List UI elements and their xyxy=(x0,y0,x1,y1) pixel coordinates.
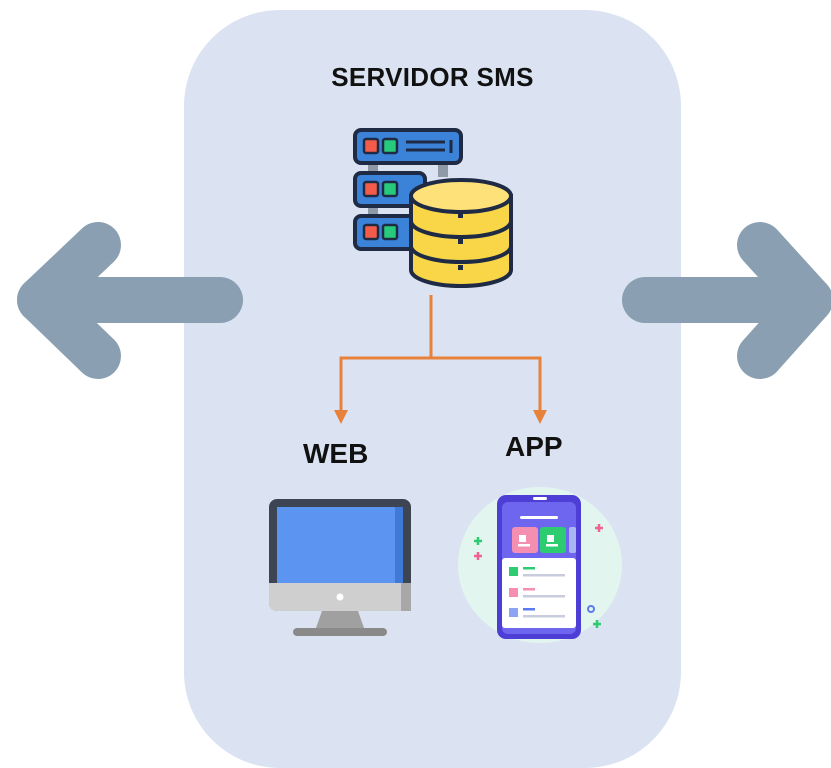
app-label: APP xyxy=(505,431,563,462)
arrowhead-app xyxy=(533,410,547,424)
server-database-icon xyxy=(353,128,513,288)
mobile-app-icon xyxy=(458,487,622,643)
arrow-left-icon xyxy=(17,222,243,379)
web-label: WEB xyxy=(303,438,369,469)
server-title: SERVIDOR SMS xyxy=(331,62,534,92)
arrow-right-icon xyxy=(622,222,831,379)
connector-lines xyxy=(339,295,542,412)
arrowhead-web xyxy=(334,410,348,424)
desktop-monitor-icon xyxy=(269,499,411,636)
